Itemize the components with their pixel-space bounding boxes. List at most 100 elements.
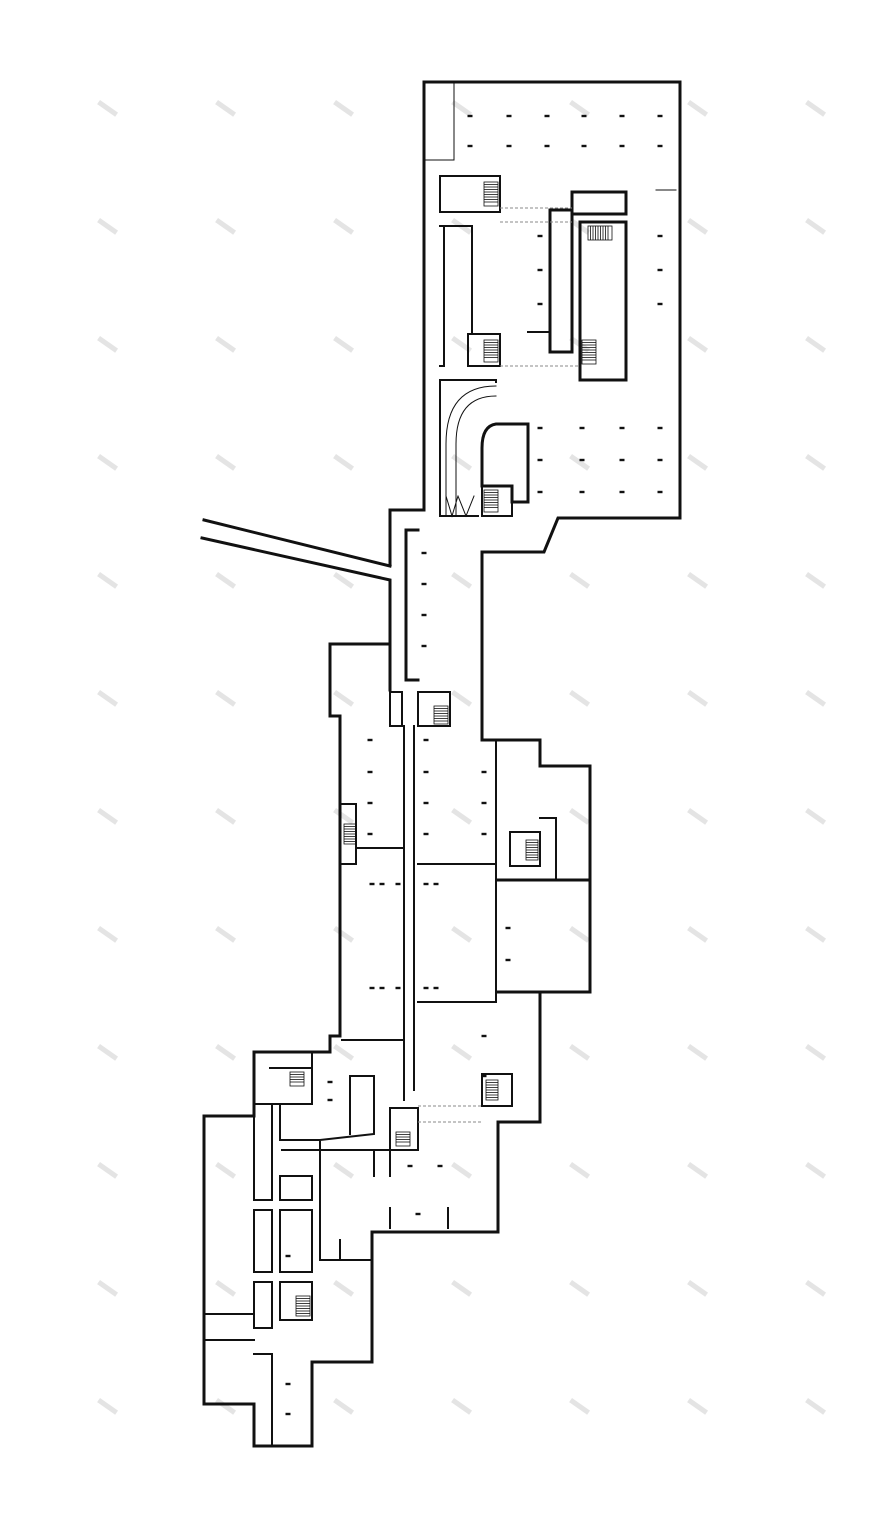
- watermark-mark-76: [805, 1280, 827, 1297]
- watermark-mark-81: [569, 1398, 591, 1415]
- connector-wall-a: [202, 518, 392, 568]
- column-41: [423, 801, 429, 805]
- column-55: [433, 986, 439, 990]
- watermark-mark-21: [97, 453, 119, 471]
- column-58: [481, 1034, 487, 1038]
- watermark-mark-47: [687, 807, 709, 825]
- watermark-mark-75: [687, 1280, 709, 1297]
- watermark-mark-5: [687, 99, 709, 117]
- watermark-mark-1: [215, 99, 237, 117]
- column-20: [619, 426, 625, 430]
- watermark-layer: [97, 99, 827, 1415]
- connector-wall-b: [200, 536, 392, 692]
- column-2: [544, 114, 550, 118]
- sw-outer-rooms: [203, 1313, 255, 1341]
- watermark-mark-40: [687, 690, 709, 707]
- stair-hatches: [289, 181, 613, 1317]
- column-12: [537, 234, 543, 238]
- ramp-arrows: [445, 495, 475, 518]
- watermark-mark-53: [569, 925, 591, 943]
- watermark-mark-12: [687, 218, 709, 235]
- column-36: [481, 738, 487, 742]
- column-19: [579, 426, 585, 430]
- sw-core-stair: [279, 1175, 313, 1321]
- watermark-mark-37: [333, 690, 355, 707]
- watermark-mark-36: [215, 690, 237, 707]
- column-53: [395, 986, 401, 990]
- column-21: [657, 426, 663, 430]
- stair-4: [483, 489, 499, 513]
- watermark-mark-67: [569, 1162, 591, 1179]
- watermark-mark-9: [333, 218, 355, 235]
- watermark-mark-58: [333, 1044, 355, 1061]
- column-29: [657, 490, 663, 494]
- spine-upper-core: [389, 691, 451, 727]
- watermark-mark-20: [805, 335, 827, 353]
- watermark-mark-0: [97, 100, 119, 117]
- column-66: [285, 1382, 291, 1386]
- east-lower-core: [481, 1073, 513, 1107]
- sw-rooms-col: [253, 1103, 273, 1447]
- watermark-mark-79: [333, 1398, 355, 1415]
- column-9: [581, 144, 587, 148]
- column-52: [379, 986, 385, 990]
- stair-5: [433, 705, 449, 725]
- column-54: [423, 986, 429, 990]
- watermark-mark-19: [687, 336, 709, 353]
- watermark-mark-42: [97, 808, 119, 825]
- core-n-stair-b: [467, 331, 551, 367]
- watermark-mark-49: [97, 925, 119, 943]
- south-wing: [389, 1107, 449, 1229]
- watermark-mark-66: [451, 1162, 473, 1179]
- walls: [200, 80, 682, 1448]
- middle-east-walls: [417, 739, 497, 1003]
- middle-inner-corridor: [403, 725, 415, 1101]
- ramp-outer: [439, 379, 497, 517]
- north-block-inner-line: [423, 81, 677, 191]
- watermark-mark-7: [97, 218, 119, 235]
- watermark-mark-74: [569, 1280, 591, 1297]
- watermark-mark-59: [451, 1044, 473, 1061]
- column-28: [619, 490, 625, 494]
- watermark-mark-14: [97, 336, 119, 353]
- watermark-mark-73: [451, 1280, 473, 1297]
- watermark-mark-45: [451, 808, 473, 825]
- watermark-mark-54: [687, 925, 709, 943]
- column-27: [579, 490, 585, 494]
- column-62: [407, 1164, 413, 1168]
- stair-9: [395, 1131, 411, 1147]
- watermark-mark-4: [569, 99, 591, 117]
- column-65: [285, 1254, 291, 1258]
- stair-11: [289, 1071, 305, 1087]
- watermark-mark-77: [97, 1398, 119, 1415]
- dash-north-top: [500, 207, 572, 223]
- watermark-mark-55: [805, 925, 827, 943]
- column-15: [657, 268, 663, 272]
- column-50: [433, 882, 439, 886]
- watermark-mark-51: [333, 925, 355, 943]
- stair-1: [587, 225, 613, 241]
- watermark-mark-8: [215, 218, 237, 235]
- column-46: [369, 882, 375, 886]
- watermark-mark-69: [805, 1162, 827, 1179]
- column-16: [537, 302, 543, 306]
- watermark-mark-70: [97, 1280, 119, 1297]
- ramp-curve: [445, 385, 497, 517]
- middle-west-hall: [202, 642, 542, 1448]
- watermark-mark-63: [97, 1162, 119, 1179]
- column-31: [421, 582, 427, 586]
- column-59: [481, 1074, 487, 1078]
- watermark-mark-57: [215, 1044, 237, 1061]
- watermark-mark-60: [569, 1044, 591, 1061]
- column-49: [423, 882, 429, 886]
- watermark-mark-24: [451, 454, 473, 471]
- watermark-mark-25: [569, 453, 591, 471]
- east-annex-core: [509, 817, 557, 881]
- column-60: [327, 1080, 333, 1084]
- column-26: [537, 490, 543, 494]
- watermark-mark-39: [569, 690, 591, 707]
- watermark-mark-28: [97, 572, 119, 589]
- watermark-mark-23: [333, 453, 355, 471]
- watermark-mark-26: [687, 453, 709, 471]
- column-56: [505, 926, 511, 930]
